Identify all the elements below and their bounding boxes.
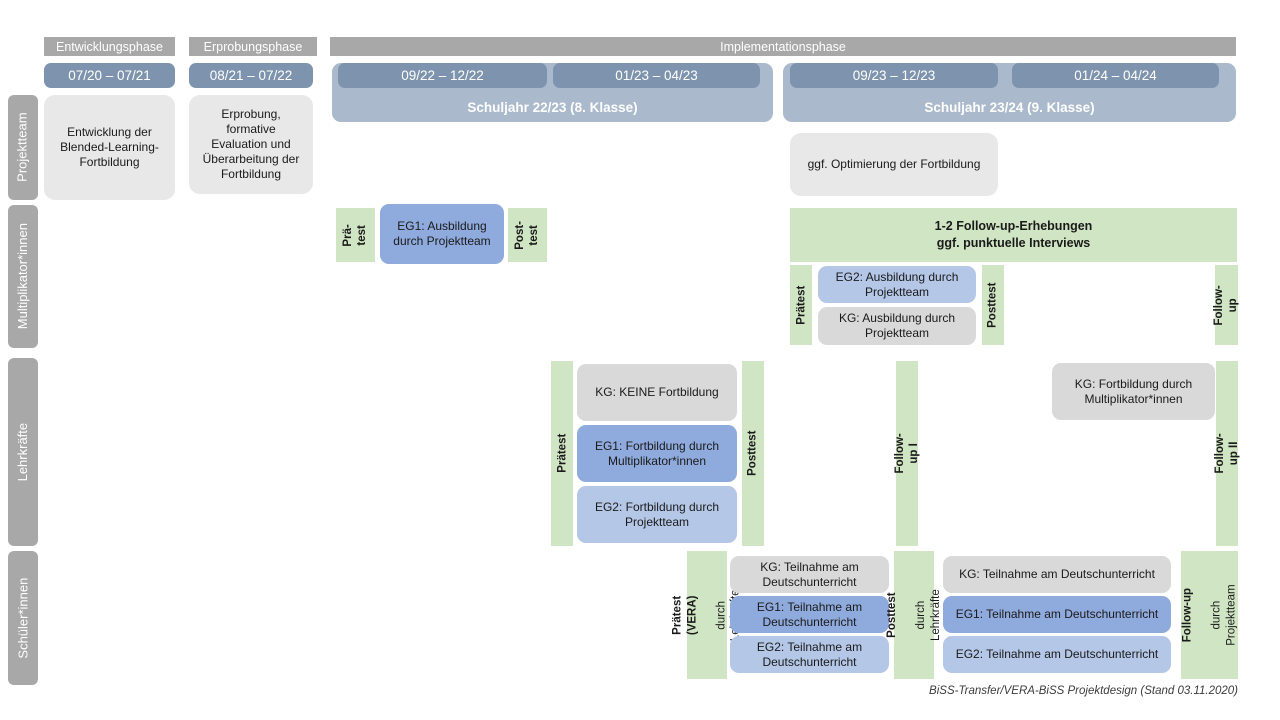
box-kg-ausbildung-projektteam: KG: Ausbildung durch Projektteam <box>818 307 976 345</box>
praetest-bar-multiplikatoren-2: Prätest <box>790 265 812 345</box>
posttest-bar-label: Posttest <box>986 282 999 328</box>
box-eg1-deutschunterricht-2: EG1: Teilnahme am Deutschunterricht <box>943 596 1171 633</box>
box-kg-deutschunterricht-2: KG: Teilnahme am Deutschunterricht <box>943 556 1171 593</box>
posttest-bar-multiplikatoren-1: Post- test <box>508 208 547 262</box>
followup1-bar-lehrkraefte: Follow-up I <box>894 361 920 546</box>
followup1-bar-label: Follow-up I <box>893 433 920 474</box>
box-followup-erhebungen: 1-2 Follow-up-Erhebungen ggf. punktuelle… <box>790 208 1237 262</box>
followup-erhebungen-line2: ggf. punktuelle Interviews <box>936 236 1091 250</box>
bar-label-main: Posttest <box>886 592 899 638</box>
praetest-bar-label: Prä- test <box>342 223 369 247</box>
date-range-0124-0424: 01/24 – 04/24 <box>1012 63 1219 88</box>
box-eg1-fortbildung-multiplikatoren: EG1: Fortbildung durch Multiplikator*inn… <box>577 425 737 482</box>
followup2-bar-label: Follow-up II <box>1213 433 1240 474</box>
box-entwicklung-fortbildung: Entwicklung der Blended-Learning-Fortbil… <box>44 95 175 200</box>
followup-bar-label: Follow-up <box>1213 284 1240 326</box>
followup-bar-multiplikatoren: Follow-up <box>1213 265 1240 345</box>
date-range-0923-1223: 09/23 – 12/23 <box>790 63 998 88</box>
praetest-vera-bar-schueler: Prätest (VERA) durch Lehrkräfte <box>672 551 742 679</box>
row-label-schueler: Schüler*innen <box>8 551 38 685</box>
box-kg-keine-fortbildung: KG: KEINE Fortbildung <box>577 364 737 421</box>
bar-label-main: Follow-up <box>1181 587 1194 643</box>
row-label-projektteam: Projektteam <box>8 95 38 200</box>
posttest-bar-label: Posttest <box>746 430 759 477</box>
bar-label-main: Prätest (VERA) <box>672 595 699 635</box>
posttest-bar-lehrkraefte: Posttest <box>742 361 764 546</box>
posttest-bar-multiplikatoren-2: Posttest <box>982 265 1004 345</box>
praetest-bar-label: Prätest <box>794 285 807 325</box>
followup-erhebungen-line1: 1-2 Follow-up-Erhebungen <box>934 218 1093 233</box>
posttest-bar-schueler: Posttest durch Lehrkräfte <box>886 551 941 679</box>
box-eg2-deutschunterricht-2: EG2: Teilnahme am Deutschunterricht <box>943 636 1171 673</box>
row-label-lehrkraefte: Lehrkräfte <box>8 358 38 546</box>
followup2-bar-lehrkraefte: Follow-up II <box>1214 361 1240 546</box>
row-label-text: Projektteam <box>14 112 30 183</box>
phase-bar-entwicklungsphase: Entwicklungsphase <box>44 37 175 56</box>
date-range-0720-0721: 07/20 – 07/21 <box>44 63 175 88</box>
praetest-bar-lehrkraefte: Prätest <box>551 361 573 546</box>
box-eg2-ausbildung-projektteam: EG2: Ausbildung durch Projektteam <box>818 266 976 303</box>
bar-label-sub: durch Lehrkräfte <box>915 589 942 641</box>
bar-label-sub: durch Projektteam <box>1210 584 1237 646</box>
row-label-text: Lehrkräfte <box>14 422 30 482</box>
posttest-bar-label: Post- test <box>514 220 541 250</box>
box-eg2-deutschunterricht-1: EG2: Teilnahme am Deutschunterricht <box>730 636 889 673</box>
box-kg-deutschunterricht-1: KG: Teilnahme am Deutschunterricht <box>730 556 889 593</box>
box-eg1-ausbildung-projektteam: EG1: Ausbildung durch Projektteam <box>380 204 504 264</box>
box-kg-fortbildung-multiplikatoren: KG: Fortbildung durch Multiplikator*inne… <box>1052 363 1215 420</box>
praetest-bar-multiplikatoren-1: Prä- test <box>336 208 375 262</box>
footer-caption: BiSS-Transfer/VERA-BiSS Projektdesign (S… <box>929 685 1238 697</box>
phase-bar-implementationsphase: Implementationsphase <box>330 37 1236 56</box>
praetest-bar-label: Prätest <box>555 434 568 473</box>
box-eg2-fortbildung-projektteam: EG2: Fortbildung durch Projektteam <box>577 486 737 543</box>
box-optimierung-fortbildung: ggf. Optimierung der Fortbildung <box>790 133 998 196</box>
date-range-0922-1222: 09/22 – 12/22 <box>338 63 547 88</box>
date-range-0821-0722: 08/21 – 07/22 <box>189 63 313 88</box>
followup-bar-label: Follow-up durch Projektteam <box>1166 584 1252 645</box>
row-label-multiplikatoren: Multiplikator*innen <box>8 205 38 348</box>
phase-bar-erprobungsphase: Erprobungsphase <box>189 37 317 56</box>
row-label-text: Multiplikator*innen <box>14 223 30 330</box>
row-label-text: Schüler*innen <box>14 577 30 659</box>
box-eg1-deutschunterricht-1: EG1: Teilnahme am Deutschunterricht <box>730 596 889 633</box>
followup-bar-schueler: Follow-up durch Projektteam <box>1181 551 1238 679</box>
date-range-0123-0423: 01/23 – 04/23 <box>553 63 760 88</box>
box-erprobung-evaluation: Erprobung, formative Evaluation und Über… <box>189 95 313 194</box>
